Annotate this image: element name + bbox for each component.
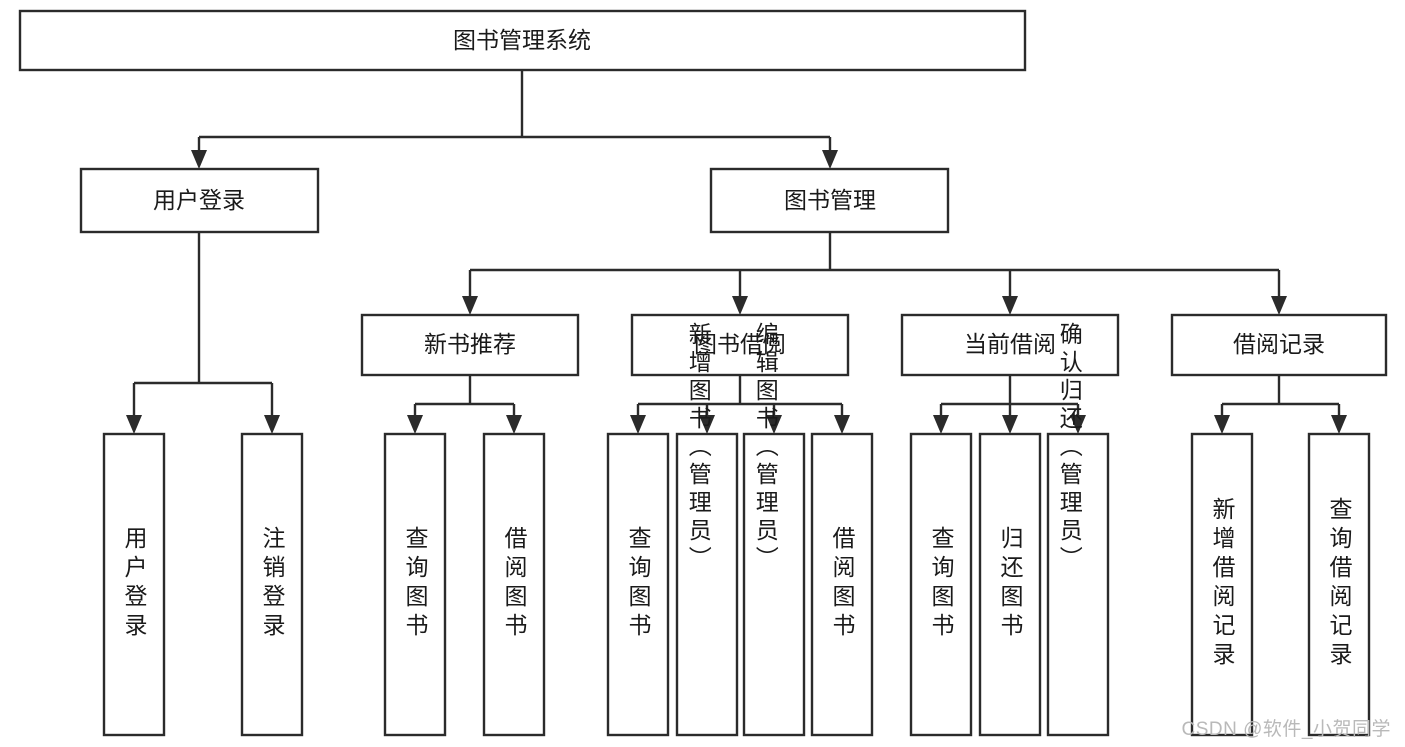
leaf-add-book-admin-box <box>675 432 739 737</box>
arrow-head-borrow-record <box>1271 296 1287 315</box>
leaf-query-book-cb-box <box>909 432 973 737</box>
leaf-query-book-cb-label: 查询图书 <box>928 526 955 642</box>
node-borrowing-record[interactable]: 借阅记录 <box>1170 313 1388 377</box>
borrowing-record-label: 借阅记录 <box>1233 331 1325 357</box>
arrow-head-current-borrow <box>1002 296 1018 315</box>
leaf-node-confirm-return-admin[interactable]: 确认归还（管理员） <box>1046 322 1110 737</box>
root-box <box>18 9 1027 72</box>
leaf-confirm-return-admin-label: 确认归还（管理员） <box>1056 322 1083 574</box>
connector-group <box>126 70 1347 434</box>
book-borrowing-box <box>630 313 850 377</box>
leaf-add-borrow-record-box <box>1190 432 1254 737</box>
user-login-box <box>79 167 320 234</box>
leaf-node-query-book-nbr[interactable]: 查询图书 <box>383 432 447 737</box>
arrow-head-user-login <box>191 150 207 169</box>
leaf-node-query-book-bb[interactable]: 查询图书 <box>606 432 670 737</box>
leaf-borrow-book-bb-box <box>810 432 874 737</box>
leaf-user-login-box <box>102 432 166 737</box>
csdn-watermark: CSDN @软件_小贺同学 <box>1181 719 1391 740</box>
arrow-head-nbr-leaf-2 <box>506 415 522 434</box>
leaf-query-borrow-record-label: 查询借阅记录 <box>1326 497 1353 671</box>
leaf-query-book-nbr-label: 查询图书 <box>402 526 429 642</box>
arrow-head-nbr-leaf-1 <box>407 415 423 434</box>
leaf-node-logout[interactable]: 注销登录 <box>240 432 304 737</box>
leaf-confirm-return-admin-box <box>1046 432 1110 737</box>
leaf-node-query-borrow-record[interactable]: 查询借阅记录 <box>1307 432 1371 737</box>
arrow-head-bb-leaf-3 <box>766 415 782 434</box>
arrow-head-br-leaf-1 <box>1214 415 1230 434</box>
leaf-edit-book-admin-label: 编辑图书（管理员） <box>752 322 779 574</box>
book-management-box <box>709 167 950 234</box>
user-login-label: 用户登录 <box>153 187 245 213</box>
node-root-book-management-system[interactable]: 图书管理系统 <box>18 9 1027 72</box>
leaf-logout-label: 注销登录 <box>259 526 286 642</box>
current-borrowing-box <box>900 313 1120 377</box>
node-new-book-recommendation[interactable]: 新书推荐 <box>360 313 580 377</box>
leaf-node-return-book[interactable]: 归还图书 <box>978 432 1042 737</box>
leaf-query-borrow-record-box <box>1307 432 1371 737</box>
arrow-head-book-borrow <box>732 296 748 315</box>
arrow-head-bb-leaf-2 <box>699 415 715 434</box>
leaf-node-query-book-cb[interactable]: 查询图书 <box>909 432 973 737</box>
borrowing-record-box <box>1170 313 1388 377</box>
leaf-return-book-box <box>978 432 1042 737</box>
leaf-query-book-nbr-box <box>383 432 447 737</box>
book-borrowing-label: 图书借阅 <box>694 331 786 357</box>
node-book-management[interactable]: 图书管理 <box>709 167 950 234</box>
arrow-head-cb-leaf-1 <box>933 415 949 434</box>
current-borrowing-label: 当前借阅 <box>964 331 1056 357</box>
leaf-borrow-book-nbr-label: 借阅图书 <box>501 526 528 642</box>
node-user-login[interactable]: 用户登录 <box>79 167 320 234</box>
arrow-head-bb-leaf-1 <box>630 415 646 434</box>
book-management-label: 图书管理 <box>784 187 876 213</box>
arrow-head-br-leaf-2 <box>1331 415 1347 434</box>
leaf-borrow-book-bb-label: 借阅图书 <box>829 526 856 642</box>
arrow-head-new-book-rec <box>462 296 478 315</box>
leaf-edit-book-admin-box <box>742 432 806 737</box>
leaf-node-borrow-book-nbr[interactable]: 借阅图书 <box>482 432 546 737</box>
leaf-node-add-book-admin[interactable]: 新增图书（管理员） <box>675 322 739 737</box>
node-book-borrowing[interactable]: 图书借阅 <box>630 313 850 377</box>
leaf-query-book-bb-label: 查询图书 <box>625 526 652 642</box>
leaf-borrow-book-nbr-box <box>482 432 546 737</box>
leaf-logout-box <box>240 432 304 737</box>
arrow-head-leaf-logout <box>264 415 280 434</box>
leaf-node-borrow-book-bb[interactable]: 借阅图书 <box>810 432 874 737</box>
leaf-node-user-login[interactable]: 用户登录 <box>102 432 166 737</box>
node-current-borrowing[interactable]: 当前借阅 <box>900 313 1120 377</box>
new-book-recommendation-box <box>360 313 580 377</box>
leaf-add-book-admin-label: 新增图书（管理员） <box>685 322 712 574</box>
arrow-head-book-mgmt <box>822 150 838 169</box>
root-label: 图书管理系统 <box>453 27 591 53</box>
leaf-node-edit-book-admin[interactable]: 编辑图书（管理员） <box>742 322 806 737</box>
arrow-head-leaf-user-login <box>126 415 142 434</box>
new-book-recommendation-label: 新书推荐 <box>424 331 516 357</box>
leaf-user-login-label: 用户登录 <box>121 526 148 642</box>
leaf-return-book-label: 归还图书 <box>997 526 1024 642</box>
leaf-add-borrow-record-label: 新增借阅记录 <box>1209 497 1236 671</box>
arrow-head-bb-leaf-4 <box>834 415 850 434</box>
arrow-head-cb-leaf-3 <box>1070 415 1086 434</box>
leaf-node-add-borrow-record[interactable]: 新增借阅记录 <box>1190 432 1254 737</box>
leaf-query-book-bb-box <box>606 432 670 737</box>
arrow-head-cb-leaf-2 <box>1002 415 1018 434</box>
